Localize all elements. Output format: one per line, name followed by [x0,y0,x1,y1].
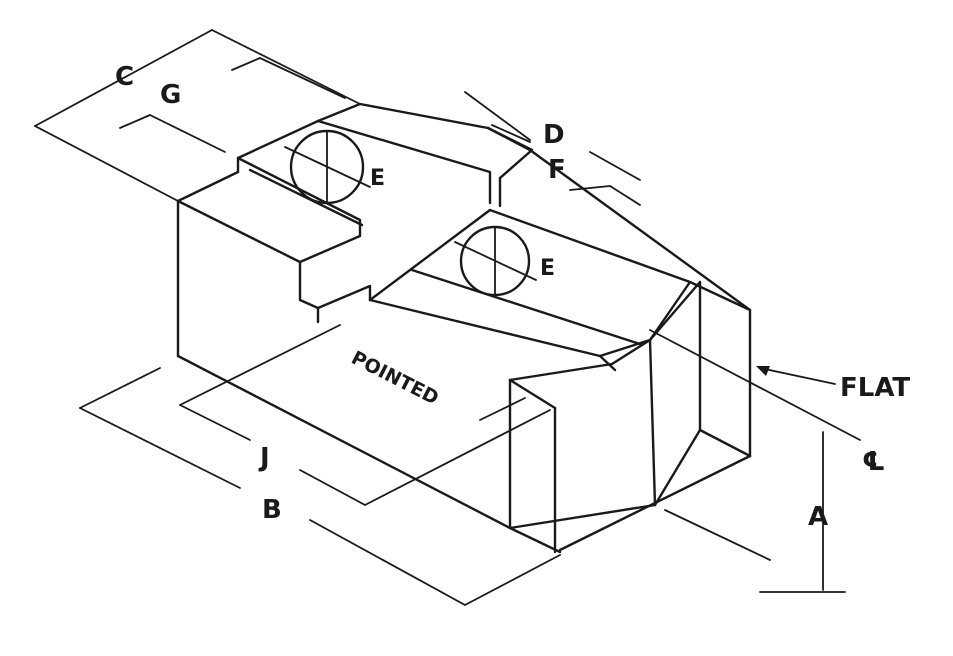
label-f: F [548,155,566,185]
hole-front [454,225,537,297]
label-pointed: POINTED [348,347,442,410]
label-d: D [543,120,565,150]
label-j: J [258,443,270,473]
label-e-front: E [540,256,555,281]
label-c: C [115,62,134,92]
dimension-lines [34,29,861,606]
hole-rear [284,129,371,205]
label-g: G [160,80,181,110]
label-b: B [262,495,282,525]
label-e-rear: E [370,166,385,191]
dimension-labels: C G D F E E J B A FLAT ℄ POINTED [115,62,910,532]
label-centerline: ℄ [862,447,885,477]
label-flat: FLAT [840,373,910,403]
jaw-body [176,102,752,554]
label-a: A [808,502,828,532]
